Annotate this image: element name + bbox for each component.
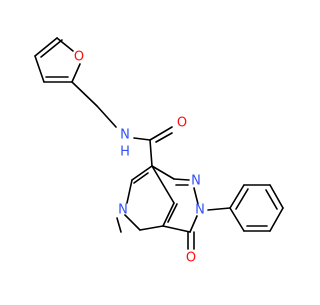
bond bbox=[229, 184, 245, 209]
bond bbox=[116, 217, 122, 233]
bond bbox=[40, 39, 63, 58]
atom-label: N bbox=[118, 203, 128, 218]
bond bbox=[269, 184, 284, 209]
bond bbox=[151, 165, 175, 204]
bond bbox=[133, 172, 149, 184]
bond bbox=[162, 202, 175, 227]
bond bbox=[124, 214, 141, 231]
bond bbox=[229, 207, 245, 232]
bond bbox=[71, 63, 81, 83]
bond bbox=[96, 105, 117, 128]
structure-diagram: O N H O N N N O bbox=[34, 37, 284, 266]
bond bbox=[126, 179, 133, 204]
bond bbox=[56, 37, 74, 52]
atom-label: N bbox=[191, 174, 201, 189]
molecule-structure: O N H O N N N O bbox=[34, 37, 284, 266]
atom-label: O bbox=[186, 251, 196, 266]
bond bbox=[235, 188, 249, 210]
atom-label: O bbox=[74, 50, 84, 65]
bond bbox=[189, 215, 198, 233]
bond bbox=[265, 189, 278, 210]
bond bbox=[133, 137, 151, 141]
bond bbox=[167, 203, 178, 223]
atom-label: O bbox=[177, 116, 187, 131]
atom-label: N bbox=[120, 128, 130, 143]
bond bbox=[149, 126, 173, 141]
bond bbox=[269, 207, 284, 232]
atom-label: H bbox=[120, 145, 130, 160]
bonds bbox=[34, 37, 284, 250]
bond bbox=[139, 225, 164, 231]
atom-labels: O N H O N N N O bbox=[74, 50, 205, 266]
bond bbox=[155, 132, 173, 143]
bond bbox=[131, 165, 153, 181]
bond bbox=[34, 37, 58, 57]
bond bbox=[207, 207, 231, 211]
bond bbox=[162, 225, 191, 233]
atom-label: N bbox=[195, 203, 205, 218]
bond bbox=[193, 187, 199, 205]
bond bbox=[151, 165, 175, 180]
bond bbox=[149, 139, 153, 167]
bond bbox=[173, 178, 190, 181]
bond bbox=[71, 81, 98, 107]
bond bbox=[34, 55, 45, 83]
